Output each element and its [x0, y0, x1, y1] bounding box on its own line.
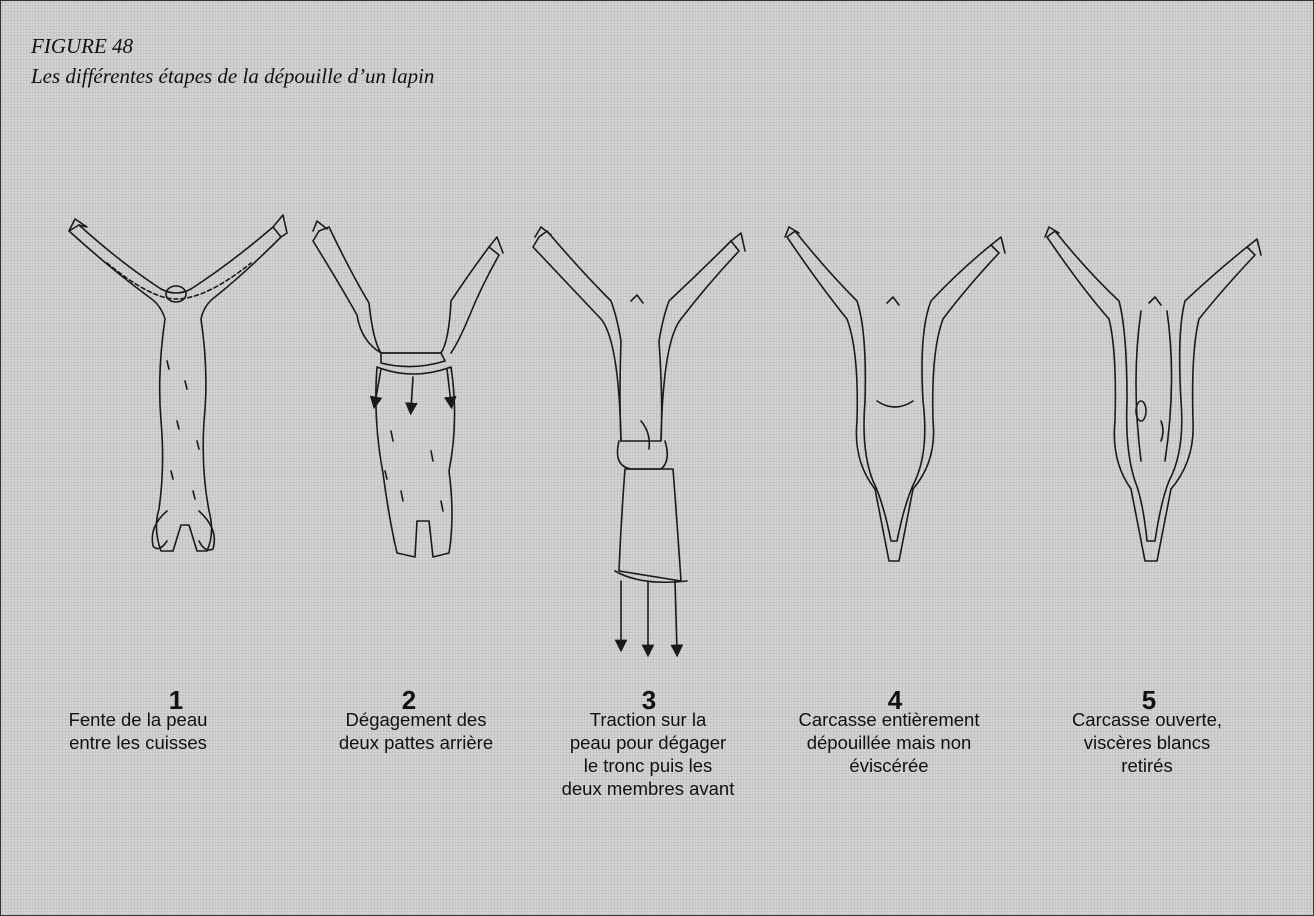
- step-5-caption-line: retirés: [1022, 754, 1272, 777]
- step-3-caption-line: le tronc puis les: [523, 754, 773, 777]
- step-4-caption: Carcasse entièrement dépouillée mais non…: [764, 708, 1014, 777]
- step-2-caption-line: deux pattes arrière: [291, 731, 541, 754]
- step-3-caption-line: Traction sur la: [523, 708, 773, 731]
- step-2-caption: Dégagement des deux pattes arrière: [291, 708, 541, 754]
- step-3-caption: Traction sur la peau pour dégager le tro…: [523, 708, 773, 800]
- step-5-illustration: [1045, 227, 1261, 561]
- step-5-caption-line: Carcasse ouverte,: [1022, 708, 1272, 731]
- step-4-caption-line: dépouillée mais non: [764, 731, 1014, 754]
- step-1-caption: Fente de la peau entre les cuisses: [13, 708, 263, 754]
- step-1-caption-line: entre les cuisses: [13, 731, 263, 754]
- step-4-caption-line: éviscérée: [764, 754, 1014, 777]
- step-5-caption-line: viscères blancs: [1022, 731, 1272, 754]
- step-2-illustration: [313, 221, 503, 557]
- step-3-illustration: [533, 227, 745, 651]
- step-1-illustration: [69, 215, 287, 551]
- step-1-caption-line: Fente de la peau: [13, 708, 263, 731]
- step-5-caption: Carcasse ouverte, viscères blancs retiré…: [1022, 708, 1272, 777]
- step-4-caption-line: Carcasse entièrement: [764, 708, 1014, 731]
- step-2-caption-line: Dégagement des: [291, 708, 541, 731]
- step-3-caption-line: peau pour dégager: [523, 731, 773, 754]
- step-3-caption-line: deux membres avant: [523, 777, 773, 800]
- step-4-illustration: [785, 227, 1005, 561]
